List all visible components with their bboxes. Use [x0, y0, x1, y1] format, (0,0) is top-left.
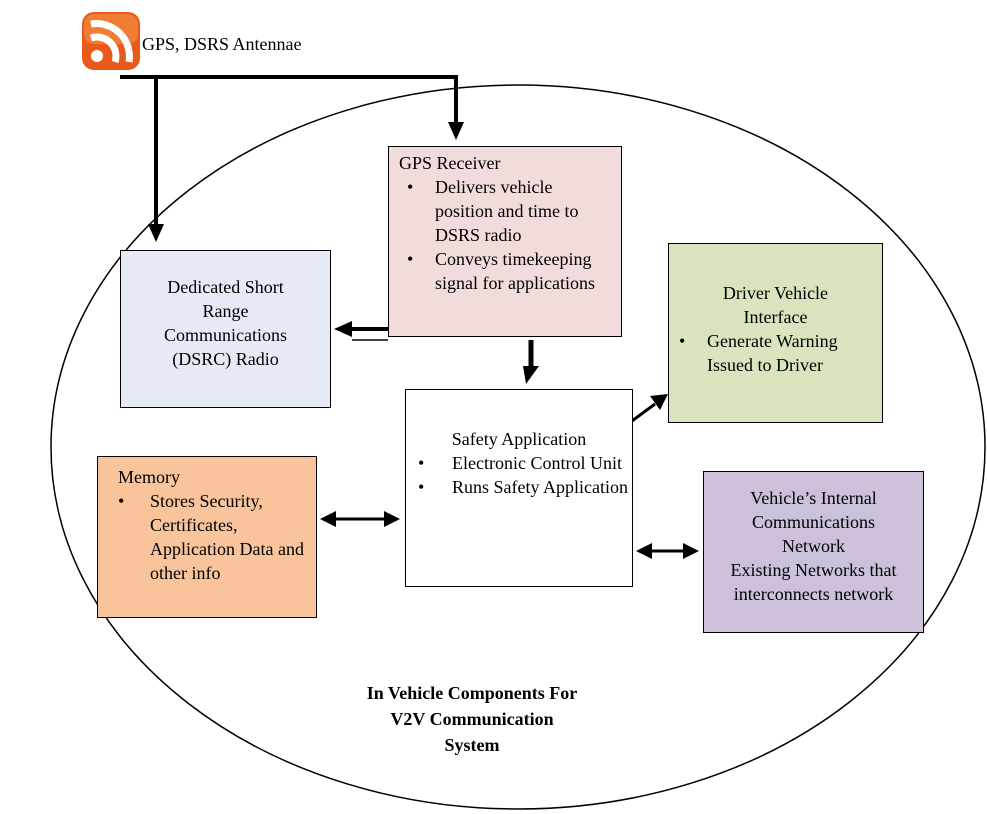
dvi-title-line: Interface — [743, 307, 808, 327]
dsrc-line: Dedicated Short — [167, 277, 284, 297]
gps-receiver-box: GPS Receiver Delivers vehicle position a… — [388, 146, 622, 337]
gps-receiver-title: GPS Receiver — [399, 153, 501, 173]
network-line: interconnects network — [733, 584, 894, 604]
memory-bullets: Stores Security, Certificates, Applicati… — [118, 489, 308, 585]
internal-network-box: Vehicle’s Internal Communications Networ… — [703, 471, 924, 633]
list-item: Electronic Control Unit — [406, 451, 632, 475]
memory-title: Memory — [118, 467, 180, 487]
rss-feed-icon — [82, 12, 140, 70]
dsrc-line: Range — [202, 301, 249, 321]
caption-line: In Vehicle Components For — [366, 683, 578, 703]
network-line: Vehicle’s Internal — [750, 488, 877, 508]
antenna-to-gps-arrowhead — [448, 122, 464, 140]
network-line: Network — [782, 536, 845, 556]
driver-vehicle-interface-box: Driver Vehicle Interface Generate Warnin… — [668, 243, 883, 423]
memory-box: Memory Stores Security, Certificates, Ap… — [97, 456, 317, 618]
list-item: Stores Security, Certificates, Applicati… — [118, 489, 308, 585]
safety-network-arrowhead-left — [636, 543, 652, 559]
safety-application-box: Safety Application Electronic Control Un… — [405, 389, 633, 587]
list-item: Runs Safety Application — [406, 475, 632, 499]
caption-line: V2V Communication — [390, 709, 554, 729]
antenna-label: GPS, DSRS Antennae — [142, 34, 302, 54]
safety-application-title: Safety Application — [451, 429, 587, 449]
gps-to-dsrc-arrowhead — [334, 321, 352, 337]
gps-to-safety-arrowhead — [523, 366, 539, 384]
antenna-to-gps-line — [120, 75, 458, 122]
diagram-caption: In Vehicle Components For V2V Communicat… — [330, 680, 614, 758]
antenna-to-dsrc-arrowhead — [148, 224, 164, 242]
safety-network-arrowhead-right — [683, 543, 699, 559]
list-item: Generate Warning Issued to Driver — [669, 329, 882, 377]
list-item: Conveys timekeeping signal for applicati… — [397, 247, 613, 295]
list-item: Delivers vehicle position and time to DS… — [397, 175, 613, 247]
dsrc-line: Communications — [164, 325, 287, 345]
dvi-title-line: Driver Vehicle — [722, 283, 829, 303]
dsrc-line: (DSRC) Radio — [172, 349, 279, 369]
caption-line: System — [444, 735, 500, 755]
vehicle-boundary-ellipse — [50, 84, 986, 810]
safety-to-dvi-arrow — [631, 402, 656, 423]
network-line: Existing Networks that — [730, 560, 897, 580]
memory-safety-arrowhead-right — [384, 511, 400, 527]
dvi-bullets: Generate Warning Issued to Driver — [669, 329, 882, 377]
safety-to-dvi-arrowhead — [650, 394, 668, 410]
dsrc-radio-box: Dedicated Short Range Communications (DS… — [120, 250, 331, 408]
gps-receiver-bullets: Delivers vehicle position and time to DS… — [397, 175, 613, 295]
safety-application-bullets: Electronic Control Unit Runs Safety Appl… — [406, 451, 632, 499]
memory-safety-arrowhead-left — [320, 511, 336, 527]
network-line: Communications — [752, 512, 875, 532]
